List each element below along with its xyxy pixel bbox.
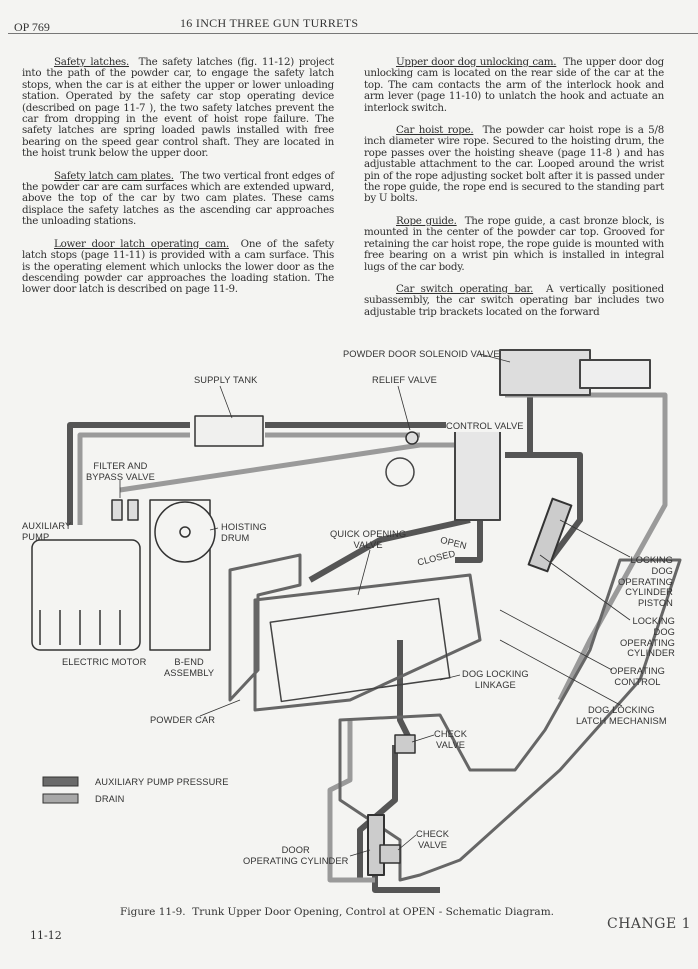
- paragraph-safety-latches: Safety latches. The safety latches (fig.…: [22, 56, 334, 160]
- hoisting-drum-shape: [149, 499, 216, 651]
- paragraph-body: The two vertical front edges of the powd…: [22, 169, 334, 228]
- legend-swatch-pressure: [42, 776, 79, 787]
- label-dog-locking-linkage: DOG LOCKING LINKAGE: [462, 669, 529, 690]
- drain-lines: [77, 392, 668, 883]
- solenoid-valve-body: [499, 349, 591, 396]
- filter-shape: [111, 499, 139, 521]
- figure-caption: Figure 11-9. Trunk Upper Door Opening, C…: [120, 906, 554, 918]
- paragraph-heading: Safety latch cam plates.: [54, 169, 174, 182]
- paragraph-car-switch-bar: Car switch operating bar. A vertically p…: [364, 282, 664, 318]
- paragraph-body: The safety latches (fig. 11-12) project …: [22, 56, 334, 160]
- paragraph-lower-door-latch-cam: Lower door latch operating cam. One of t…: [22, 237, 335, 296]
- powder-car-shape: [269, 597, 451, 703]
- label-door-operating-cylinder: DOOR OPERATING CYLINDER: [243, 845, 349, 866]
- page-header-title: 16 INCH THREE GUN TURRETS: [180, 16, 359, 30]
- paragraph-heading: Car switch operating bar.: [396, 282, 534, 295]
- label-operating-control: OPERATING CONTROL: [610, 666, 665, 687]
- electric-motor-shape: [31, 539, 141, 651]
- label-quick-opening-valve: QUICK OPENING VALVE: [330, 529, 407, 550]
- label-electric-motor: ELECTRIC MOTOR: [62, 657, 147, 667]
- locking-dog-cylinder-shape: [527, 497, 573, 573]
- paragraph-rope-guide: Rope guide. The rope guide, a cast bronz…: [364, 214, 664, 273]
- legend-label-drain: DRAIN: [95, 794, 125, 804]
- label-filter-bypass-valve: FILTER AND BYPASS VALVE: [86, 461, 155, 482]
- label-check-valve-lower: CHECK VALVE: [416, 829, 450, 850]
- hoisting-sheave: [385, 457, 415, 487]
- label-dog-locking-latch-mechanism: DOG LOCKING LATCH MECHANISM: [576, 705, 667, 726]
- relief-valve-shape: [405, 431, 419, 445]
- label-control-valve: CONTROL VALVE: [446, 421, 524, 432]
- paragraph-body: The rope guide, a cast bronze block, is …: [364, 214, 664, 273]
- paragraph-body: One of the safety latch stops (page 11-1…: [22, 237, 335, 296]
- label-locking-dog-cylinder: LOCKING DOG OPERATING CYLINDER: [620, 616, 675, 659]
- label-check-valve-upper: CHECK VALVE: [434, 729, 468, 750]
- paragraph-heading: Lower door latch operating cam.: [54, 237, 229, 250]
- label-powder-car: POWDER CAR: [150, 715, 216, 725]
- paragraph-body: The upper door dog unlocking cam is loca…: [364, 56, 665, 114]
- pressure-lines: [67, 367, 583, 893]
- left-column: Safety latches. The safety latches (fig.…: [22, 56, 335, 307]
- paragraph-heading: Rope guide.: [396, 214, 457, 227]
- check-valve-upper-shape: [394, 734, 416, 754]
- header-rule: [8, 33, 698, 34]
- paragraph-upper-door-dog-cam: Upper door dog unlocking cam. The upper …: [364, 56, 665, 114]
- supply-tank-shape: [194, 415, 264, 447]
- control-valve-body: [454, 429, 501, 521]
- label-supply-tank: SUPPLY TANK: [194, 375, 258, 385]
- label-b-end-assembly: B-END ASSEMBLY: [164, 657, 215, 678]
- leader-lines: [119, 353, 631, 857]
- paragraph-body: A vertically positioned subassembly, the…: [364, 282, 664, 318]
- paragraph-heading: Car hoist rope.: [396, 124, 474, 137]
- check-valve-lower-shape: [379, 844, 401, 864]
- label-locking-dog-cylinder-piston: LOCKING DOG OPERATING CYLINDER PISTON: [618, 555, 673, 609]
- legend-swatch-drain: [42, 793, 79, 804]
- label-powder-door-solenoid-valve: POWDER DOOR SOLENOID VALVE: [343, 349, 500, 359]
- label-auxiliary-pump: AUXILIARY PUMP: [22, 521, 72, 542]
- change-notice: CHANGE 1: [607, 916, 692, 932]
- label-hoisting-drum: HOISTING DRUM: [221, 522, 267, 543]
- page-number: 11-12: [30, 929, 62, 942]
- paragraph-heading: Safety latches.: [54, 56, 129, 68]
- legend-label-pressure: AUXILIARY PUMP PRESSURE: [95, 777, 229, 787]
- label-relief-valve: RELIEF VALVE: [372, 375, 437, 385]
- paragraph-heading: Upper door dog unlocking cam.: [396, 56, 557, 68]
- paragraph-body: The powder car hoist rope is a 5/8 inch …: [364, 124, 664, 205]
- paragraph-safety-latch-cam-plates: Safety latch cam plates. The two vertica…: [22, 169, 334, 228]
- paragraph-car-hoist-rope: Car hoist rope. The powder car hoist rop…: [364, 124, 664, 205]
- right-column: Upper door dog unlocking cam. The upper …: [364, 56, 665, 329]
- doc-number: OP 769: [14, 20, 50, 34]
